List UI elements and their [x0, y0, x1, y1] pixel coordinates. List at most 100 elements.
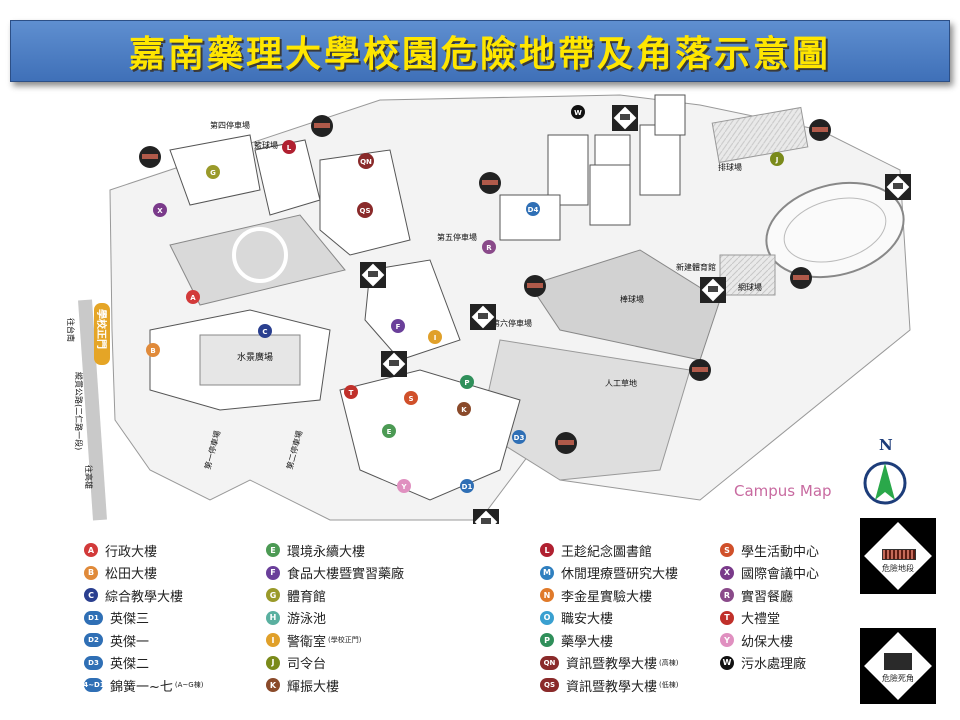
pin-D3[interactable]: D3	[512, 430, 526, 444]
legend-label: 食品大樓暨實習藥廠	[287, 567, 405, 582]
school-gate-sign[interactable]	[94, 303, 110, 365]
svg-text:Y: Y	[400, 483, 407, 491]
pin-T[interactable]: T	[344, 385, 358, 399]
pin-X[interactable]: X	[153, 203, 167, 217]
label-volleyball: 排球場	[718, 162, 742, 172]
legend-badge: G	[266, 588, 280, 602]
pin-P[interactable]: P	[460, 375, 474, 389]
pin-QS[interactable]: QS	[357, 202, 373, 218]
label-parking-5: 第五停車場	[437, 232, 477, 242]
blind-corner-marker[interactable]	[473, 509, 499, 524]
pin-R[interactable]: R	[482, 240, 496, 254]
pin-L[interactable]: L	[282, 140, 296, 154]
label-road-right: 往高雄	[84, 465, 94, 489]
campus-map[interactable]: 水景廣場 棒球場 人工草地 排球場 網球場 新建體育館 籃球場 第四停車場 第五…	[0, 84, 960, 524]
pin-E[interactable]: E	[382, 424, 396, 438]
svg-text:R: R	[486, 244, 492, 252]
pin-B[interactable]: B	[146, 343, 160, 357]
legend-badge: S	[720, 543, 734, 557]
pin-G[interactable]: G	[206, 165, 220, 179]
legend-label: 幼保大樓	[741, 634, 794, 650]
blind-corner-marker[interactable]	[885, 174, 911, 200]
legend-badge: QS	[540, 678, 559, 692]
legend-badge: W	[720, 655, 734, 670]
legend-label: 警衛室	[287, 634, 327, 650]
blind-corner-marker[interactable]	[381, 351, 407, 377]
pin-I[interactable]: I	[428, 330, 442, 344]
dorm-cluster[interactable]	[499, 94, 686, 241]
legend-badge: H	[266, 610, 280, 625]
svg-text:B: B	[150, 347, 155, 355]
svg-text:J: J	[775, 156, 779, 164]
inset-danger-zone-label: 危險地段	[882, 564, 914, 573]
legend-label: 輝振大樓	[287, 679, 340, 695]
hazard-markers[interactable]	[139, 115, 831, 454]
legend-note: (高棟)	[659, 658, 679, 667]
legend-label: 游泳池	[287, 612, 327, 627]
svg-text:D1: D1	[462, 483, 473, 491]
label-parking-4: 第四停車場	[210, 120, 250, 130]
legend-label: 職安大樓	[561, 612, 614, 627]
pin-Y[interactable]: Y	[397, 479, 411, 493]
pin-K[interactable]: K	[457, 402, 471, 416]
pin-QN[interactable]: QN	[358, 153, 374, 169]
hazard-marker[interactable]	[479, 172, 501, 194]
svg-text:D4: D4	[528, 206, 539, 214]
pin-D1[interactable]: D1	[460, 479, 474, 493]
hazard-marker[interactable]	[139, 146, 161, 168]
svg-text:QS: QS	[360, 207, 371, 215]
legend-note: (學校正門)	[328, 636, 362, 644]
plaza-circle	[232, 227, 288, 283]
hazard-marker[interactable]	[555, 432, 577, 454]
hazard-marker[interactable]	[524, 275, 546, 297]
legend-note: (低棟)	[659, 681, 679, 689]
legend-badge: J	[266, 655, 280, 670]
pin-J[interactable]: J	[770, 152, 784, 166]
running-track	[765, 181, 905, 279]
pin-C[interactable]: C	[258, 324, 272, 338]
north-label: N	[879, 436, 893, 454]
blind-corner-marker[interactable]	[612, 105, 638, 131]
volleyball-court	[711, 106, 809, 164]
campus-map-label: Campus Map	[734, 482, 832, 500]
blind-corner-marker[interactable]	[360, 262, 386, 288]
pin-W[interactable]: W	[571, 105, 585, 119]
blind-corner-marker[interactable]	[700, 277, 726, 303]
blind-corner-marker[interactable]	[470, 304, 496, 330]
pin-F[interactable]: F	[391, 319, 405, 333]
pin-D4[interactable]: D4	[526, 202, 540, 216]
legend-label: 錦簧一~七	[110, 679, 173, 695]
legend-label: 松田大樓	[105, 567, 158, 582]
svg-text:C: C	[262, 328, 267, 336]
label-water-plaza: 水景廣場	[237, 351, 273, 363]
compass: N	[863, 436, 907, 505]
legend-label: 司令台	[287, 657, 327, 672]
hazard-marker[interactable]	[689, 359, 711, 381]
legend-badge: B	[84, 565, 98, 580]
hazard-marker[interactable]	[809, 119, 831, 141]
legend-item: J 司令台	[266, 653, 326, 673]
legend-label: 綜合教學大樓	[105, 589, 184, 605]
legend-label: 體育館	[287, 589, 327, 605]
legend-label: 大禮堂	[741, 612, 781, 627]
legend-label: 英傑二	[110, 657, 150, 672]
legend-badge: P	[540, 633, 554, 647]
legend-label: 資訊暨教學大樓	[566, 657, 658, 672]
pin-A[interactable]: A	[186, 290, 200, 304]
hazard-marker[interactable]	[311, 115, 333, 137]
inset-danger-zone: 危險地段	[860, 518, 936, 594]
legend-badge: L	[540, 543, 554, 557]
label-court-top: 籃球場	[254, 140, 278, 150]
hazard-marker[interactable]	[790, 267, 812, 289]
blind-corner-markers[interactable]	[360, 105, 911, 524]
svg-text:P: P	[464, 379, 469, 387]
pin-S[interactable]: S	[404, 391, 418, 405]
